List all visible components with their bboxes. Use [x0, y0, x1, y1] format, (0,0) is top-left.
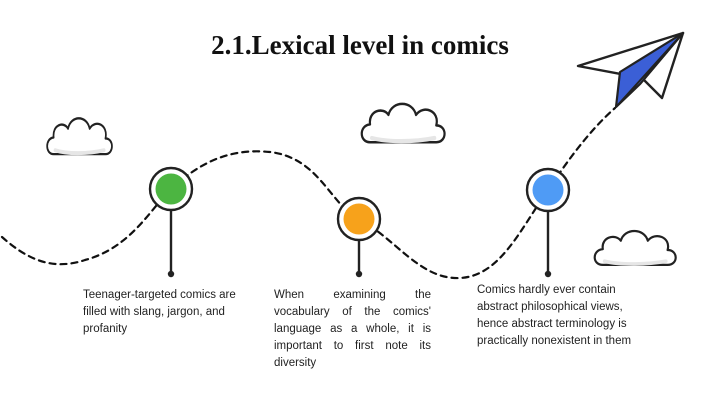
milestone-caption-1: Teenager-targeted comics are filled with…	[83, 289, 236, 335]
milestone-dot-green	[155, 173, 187, 205]
milestone-dot-blue	[532, 174, 564, 206]
milestone-marker-3	[525, 167, 571, 278]
paper-plane-icon	[576, 31, 685, 109]
cloud-icon	[362, 104, 445, 142]
cloud-icon	[45, 116, 114, 157]
milestone-caption-2: When examining the vocabulary of the com…	[274, 289, 431, 369]
milestone-dot-orange	[343, 203, 375, 235]
dashed-path	[0, 106, 617, 280]
page-title: 2.1.Lexical level in comics	[211, 30, 509, 60]
milestone-caption-3: Comics hardly ever contain abstract phil…	[477, 284, 632, 347]
milestone-marker-1	[148, 166, 194, 278]
cloud-icon	[592, 229, 678, 267]
milestone-marker-2	[336, 196, 382, 278]
